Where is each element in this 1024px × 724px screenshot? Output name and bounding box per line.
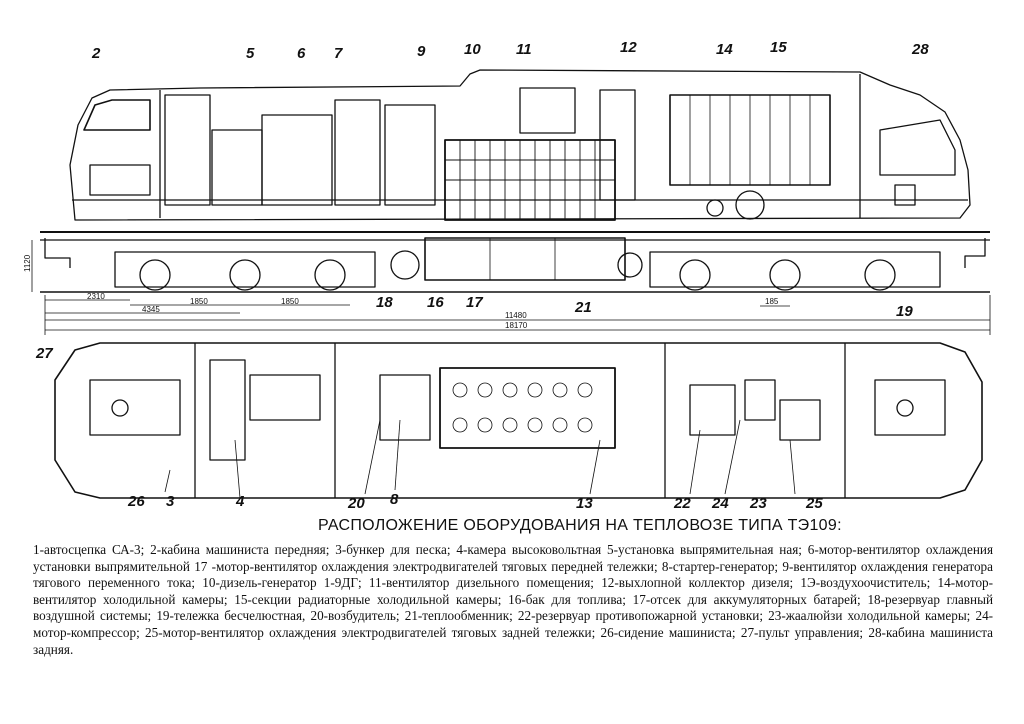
callout-12: 12 <box>620 39 637 56</box>
legend-item: 28-кабина машиниста задняя. <box>33 624 994 657</box>
legend-item: 3-бункер для песка; <box>335 542 451 557</box>
legend-item: 23-жаалюйзи холодильной камеры; <box>768 608 971 624</box>
dim-2310: 2310 <box>87 292 105 301</box>
legend-item: 18-резервуар главный воздушной системы; <box>33 591 994 624</box>
callout-26: 26 <box>127 493 145 510</box>
legend-item: 5-установка выпрямительная ная; <box>607 542 802 557</box>
callout-14: 14 <box>716 41 733 58</box>
legend-item: 27-пульт управления; <box>740 624 864 640</box>
legend-item: 17-отсек для аккумуляторных батарей; <box>632 591 861 607</box>
legend-item: 16-бак для топлива; <box>508 591 626 607</box>
dim-1850-a: 1850 <box>190 297 208 306</box>
callout-11: 11 <box>516 41 532 58</box>
plan-outline <box>54 342 983 499</box>
dim-4345: 4345 <box>142 305 160 314</box>
callout-7: 7 <box>334 45 343 62</box>
legend-item: 24-мотор-компрессор; <box>33 608 994 640</box>
dimension-labels: 2310 1850 1850 4345 11480 18170 185 1120 <box>23 254 779 330</box>
callout-10: 10 <box>464 41 481 58</box>
callout-16: 16 <box>427 294 444 311</box>
callout-13: 13 <box>576 495 593 512</box>
roof-outline <box>69 69 971 221</box>
callout-17: 17 <box>466 294 483 311</box>
plan-view <box>54 342 983 499</box>
legend-item: 17 -мотор-вентилятор охлаждения электрод… <box>194 558 658 574</box>
legend-item: 10-дизель-генератор 1-9ДГ; <box>202 575 362 591</box>
side-callouts: 2 5 6 7 9 10 11 12 14 15 28 18 16 17 21 … <box>91 39 929 320</box>
callout-24: 24 <box>711 495 729 512</box>
legend-item: 14-мотор-вентилятор холодильной камеры; <box>33 575 994 607</box>
figure-caption: РАСПОЛОЖЕНИЕ ОБОРУДОВАНИЯ НА ТЕПЛОВОЗЕ Т… <box>318 517 842 534</box>
callout-8: 8 <box>390 491 399 508</box>
callout-21: 21 <box>574 299 592 316</box>
callout-9: 9 <box>417 43 426 60</box>
callout-6: 6 <box>297 45 306 62</box>
legend-item: 21-теплообменник; <box>404 608 513 624</box>
legend-item: 1-автосцепка СА-3; <box>33 542 145 557</box>
legend-item: 2-кабина машиниста передняя; <box>150 542 330 557</box>
legend-item: 4-камера высоковольтная <box>456 542 602 557</box>
legend-item: 25-мотор-вентилятор охлаждения электродв… <box>145 624 596 640</box>
dim-185: 185 <box>765 297 779 306</box>
callout-18: 18 <box>376 294 393 311</box>
dim-1850-b: 1850 <box>281 297 299 306</box>
legend-item: 9-вентилятор охлаждения генератора тягов… <box>33 558 994 591</box>
legend-item: 1Э-воздухоочиститель; <box>800 575 931 591</box>
side-view <box>31 69 991 335</box>
callout-25: 25 <box>805 495 823 512</box>
dim-11480: 11480 <box>505 311 527 320</box>
callout-3: 3 <box>166 493 175 510</box>
callout-27: 27 <box>35 345 53 362</box>
callout-20: 20 <box>347 495 365 512</box>
legend-item: 22-резервуар противопожарной установки; <box>517 608 764 624</box>
plan-callouts: 27 26 3 4 20 8 13 22 24 23 25 <box>35 345 823 512</box>
legend-item: 26-сидение машиниста; <box>600 624 736 640</box>
callout-19: 19 <box>896 303 913 320</box>
callout-23: 23 <box>749 495 767 512</box>
dim-18170: 18170 <box>505 321 528 330</box>
callout-22: 22 <box>673 495 691 512</box>
legend-item: 15-секции радиаторные холодильной камеры… <box>234 591 502 607</box>
callout-28: 28 <box>911 41 929 58</box>
legend-item: 12-выхлопной коллектор дизеля; <box>601 575 794 591</box>
legend-item: 19-тележка бесчелюстная, <box>156 608 306 624</box>
callout-15: 15 <box>770 39 787 56</box>
callout-4: 4 <box>235 493 245 510</box>
legend: 1-автосцепка СА-3; 2-кабина машиниста пе… <box>33 542 993 658</box>
legend-item: 20-возбудитель; <box>310 608 400 624</box>
callout-2: 2 <box>91 45 101 62</box>
legend-item: 8-стартер-генератор; <box>661 558 779 574</box>
legend-item: 6-мотор-вентилятор охлаждения установки … <box>33 542 994 574</box>
dim-1120: 1120 <box>23 254 32 272</box>
callout-5: 5 <box>246 45 255 62</box>
legend-item: 11-вентилятор дизельного помещения; <box>368 575 594 591</box>
